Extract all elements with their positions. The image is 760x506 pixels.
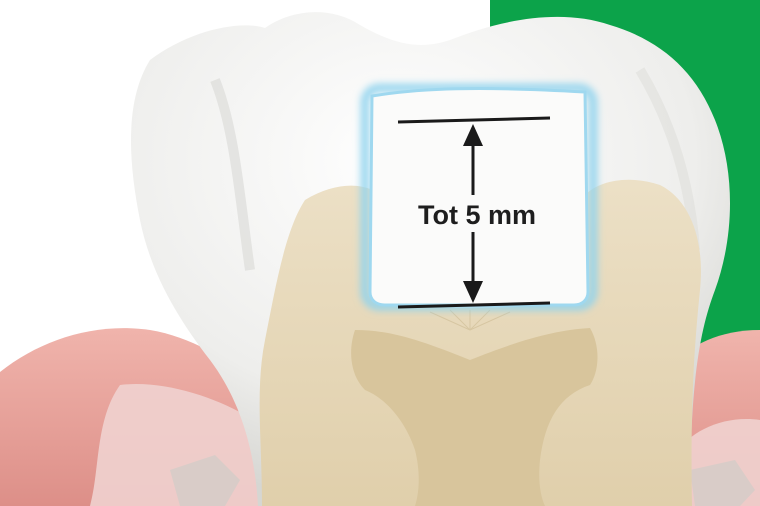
measurement-label: Tot 5 mm xyxy=(418,200,536,230)
